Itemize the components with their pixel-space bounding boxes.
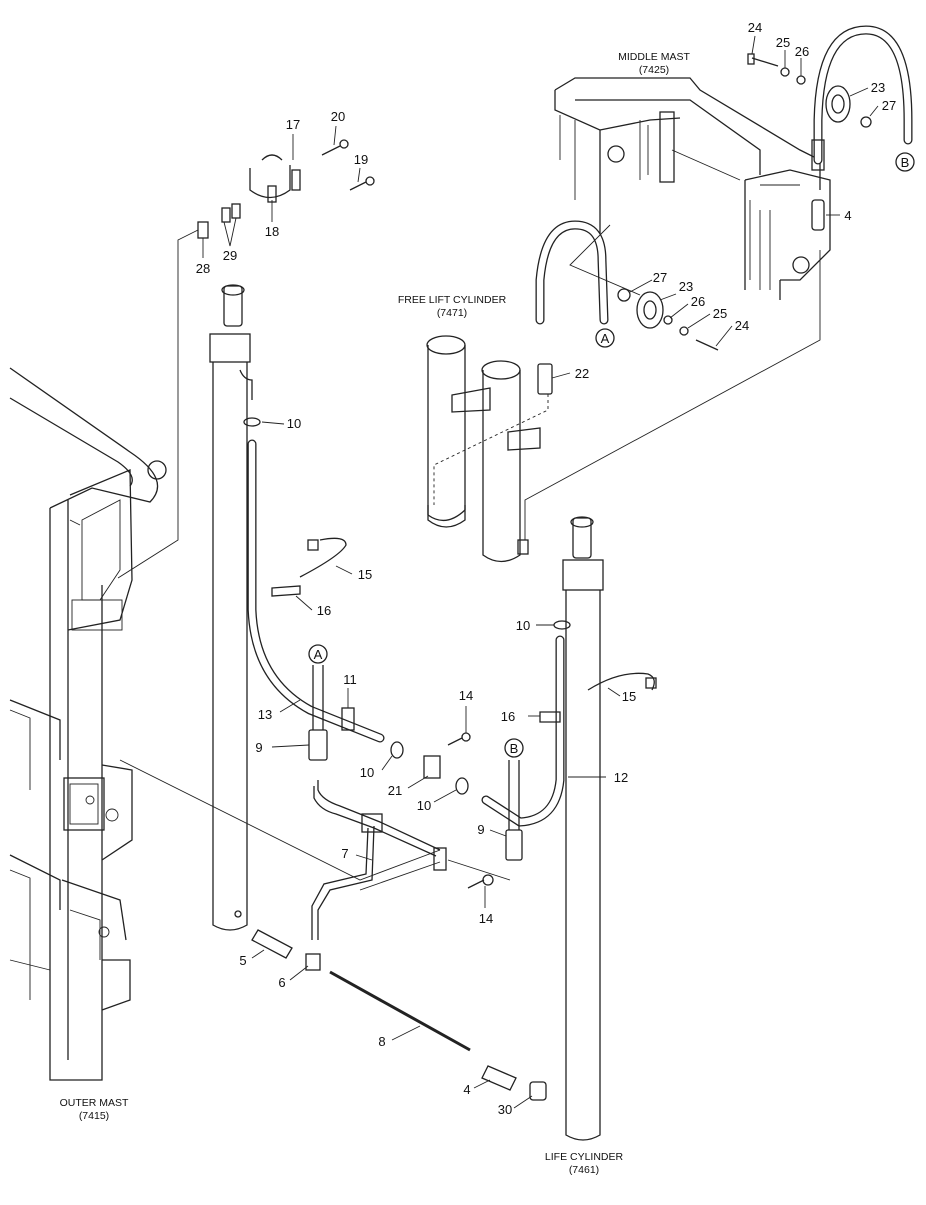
callout-26-top: 26 [795, 44, 809, 59]
lift-cylinder-left [209, 284, 253, 931]
middle-mast-code: (7425) [639, 64, 669, 76]
lift-cylinder-right [562, 516, 604, 1141]
callout-leaders [202, 35, 879, 1109]
callout-26-mid: 26 [691, 294, 705, 309]
assembly-captions: MIDDLE MAST (7425) FREE LIFT CYLINDER (7… [60, 51, 691, 1176]
callout-16-left: 16 [317, 603, 331, 618]
callout-29: 29 [223, 248, 237, 263]
callout-20: 20 [331, 109, 345, 124]
callout-30: 30 [498, 1102, 512, 1117]
outer-mast [9, 367, 167, 1081]
life-cylinder-name: LIFE CYLINDER [545, 1151, 624, 1163]
callout-10-right: 10 [516, 618, 530, 633]
callout-19: 19 [354, 152, 368, 167]
callout-6: 6 [278, 975, 285, 990]
connector-a-low-label: A [314, 647, 323, 662]
callout-5: 5 [239, 953, 246, 968]
callout-10-low: 10 [417, 798, 431, 813]
callout-25-mid: 25 [713, 306, 727, 321]
callout-18: 18 [265, 224, 279, 239]
callout-15-right: 15 [622, 689, 636, 704]
callout-numbers: 24 25 26 23 27 4 17 20 19 18 28 29 27 23… [196, 20, 896, 1117]
callout-8: 8 [378, 1034, 385, 1049]
callout-11: 11 [343, 672, 357, 687]
callout-24-mid: 24 [735, 318, 749, 333]
callout-27-top: 27 [882, 98, 896, 113]
callout-14-top: 14 [459, 688, 473, 703]
middle-mast-name: MIDDLE MAST [618, 51, 690, 63]
outer-mast-code: (7415) [79, 1110, 109, 1122]
hoses [247, 25, 913, 1052]
callout-25-top: 25 [776, 35, 790, 50]
connector-b-low-label: B [510, 741, 519, 756]
callout-4-top: 4 [844, 208, 851, 223]
callout-14-low: 14 [479, 911, 493, 926]
free-lift-cylinder [426, 335, 541, 563]
callout-10-mid: 10 [360, 765, 374, 780]
middle-mast [554, 77, 831, 300]
callout-21: 21 [388, 783, 402, 798]
callout-22: 22 [575, 366, 589, 381]
connector-markers: B A A B [308, 152, 915, 758]
callout-24-top: 24 [748, 20, 762, 35]
free-lift-cylinder-code: (7471) [437, 307, 467, 319]
connector-b-top [895, 152, 915, 172]
callout-13: 13 [258, 707, 272, 722]
connector-a-top [595, 328, 615, 348]
callout-23-mid: 23 [679, 279, 693, 294]
connector-a-low [308, 644, 328, 664]
callout-9-right: 9 [477, 822, 484, 837]
callout-4-low: 4 [463, 1082, 470, 1097]
callout-16-right: 16 [501, 709, 515, 724]
callout-7: 7 [341, 846, 348, 861]
routing-lines [117, 149, 821, 891]
connector-a-top-label: A [601, 331, 610, 346]
callout-17: 17 [286, 117, 300, 132]
callout-23-top: 23 [871, 80, 885, 95]
outer-mast-name: OUTER MAST [60, 1097, 129, 1109]
callout-10-top: 10 [287, 416, 301, 431]
connector-b-top-label: B [901, 155, 910, 170]
callout-9-left: 9 [255, 740, 262, 755]
callout-27-mid: 27 [653, 270, 667, 285]
free-lift-cylinder-name: FREE LIFT CYLINDER [398, 294, 507, 306]
life-cylinder-code: (7461) [569, 1164, 599, 1176]
callout-12: 12 [614, 770, 628, 785]
connector-b-low [504, 738, 524, 758]
callout-15-left: 15 [358, 567, 372, 582]
callout-28: 28 [196, 261, 210, 276]
